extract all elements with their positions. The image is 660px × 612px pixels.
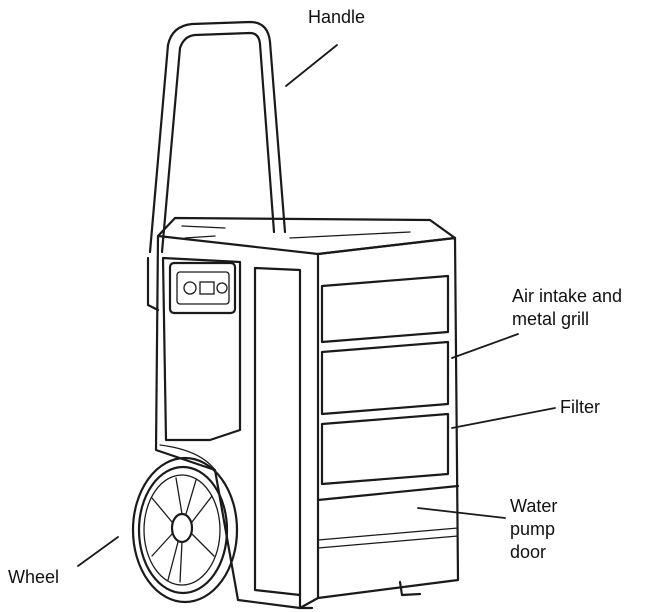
unit-body: [146, 216, 460, 610]
label-water-pump-door: Water pump door: [510, 496, 558, 562]
water-pump-door-part: [316, 484, 460, 549]
label-air-intake: Air intake and metal grill: [512, 286, 623, 329]
control-panel: [168, 261, 237, 315]
leader-lines: [77, 44, 556, 567]
air-intake-grill: [320, 274, 450, 416]
wheel-part: [131, 456, 239, 604]
handle-part: [148, 20, 287, 254]
filter-grill: [320, 412, 450, 486]
label-handle: Handle: [308, 7, 366, 27]
label-filter: Filter: [560, 397, 600, 417]
label-wheel: Wheel: [8, 567, 60, 587]
